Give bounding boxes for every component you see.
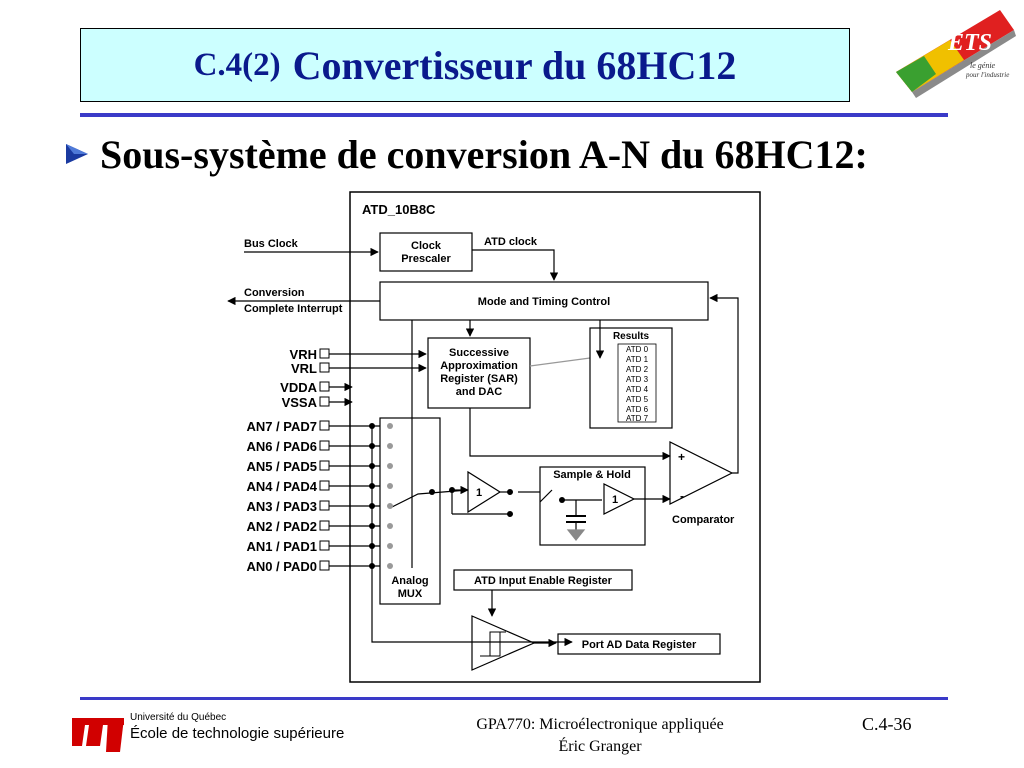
bottom-rule [80,697,948,700]
sar-line-3: Register (SAR) [440,373,518,385]
hold-buffer [603,483,636,515]
analog-mux-box [379,417,441,605]
result-reg: ATD 6 [626,405,649,414]
uq-large-text: École de technologie supérieure [130,725,345,742]
pin-label: VDDA [280,380,317,395]
conversion-label-1: Conversion [244,287,305,299]
results-box [589,327,673,429]
ets-logo-tagline-1: le génie [970,61,996,70]
ets-logo: ÉTS le génie pour l'industrie [896,10,1016,98]
clock-prescaler-box [379,232,473,272]
comparator [669,441,734,505]
junction-dots [369,423,565,569]
ets-logo-tagline-2: pour l'industrie [965,71,1009,79]
page-number: C.4-36 [862,714,912,734]
ets-logo-text: ÉTS [947,30,992,56]
comparator-minus: - [680,489,684,503]
comparator-label: Comparator [672,514,735,526]
sar-line-1: Successive [449,347,509,359]
atd-block-name: ATD_10B8C [362,202,436,217]
port-ad-box [557,633,721,655]
result-reg: ATD 0 [626,345,649,354]
bus-clock-label: Bus Clock [244,238,299,250]
mux-grey-dots [387,423,393,569]
pin-label: VSSA [282,395,318,410]
bullet-text: Sous-système de conversion A-N du 68HC12… [100,131,868,177]
pin-label: VRH [290,347,317,362]
result-reg: ATD 1 [626,355,649,364]
buffer-gain: 1 [476,487,482,499]
pin-label: AN3 / PAD3 [246,499,317,514]
pin-terminals [319,348,330,571]
pin-label: AN7 / PAD7 [246,419,317,434]
sar-box [427,337,531,409]
result-reg: ATD 7 [626,414,649,423]
clock-prescaler-line-2: Prescaler [401,253,451,265]
result-reg: ATD 5 [626,395,649,404]
sample-hold-label: Sample & Hold [553,469,631,481]
triangle-bullet-icon [66,144,88,164]
pin-label: AN1 / PAD1 [246,539,317,554]
sar-line-2: Approximation [440,360,518,372]
course-name: GPA770: Microélectronique appliquée [476,716,724,733]
atd-clock-label: ATD clock [484,236,538,248]
author-name: Éric Granger [558,738,642,755]
pin-label: VRL [291,361,317,376]
bullet-line: Sous-système de conversion A-N du 68HC12… [64,128,868,180]
result-reg: ATD 2 [626,365,649,374]
atd-input-enable-label: ATD Input Enable Register [474,575,613,587]
footer-center: GPA770: Microélectronique appliquée Éric… [400,714,800,758]
buffer-amp [467,470,502,514]
uq-small-text: Université du Québec [130,712,227,723]
power-pin-labels: VRH VRL VDDA VSSA [280,347,317,410]
uq-text: Université du Québec École de technologi… [130,712,344,744]
atd-block-frame [349,191,761,683]
comparator-plus: + [678,450,685,464]
hold-buffer-gain: 1 [612,494,618,506]
clock-prescaler-line-1: Clock [411,240,442,252]
analog-mux-label-2: MUX [398,588,423,600]
schmitt-buffer [471,615,536,671]
top-rule [80,113,948,117]
title-box: C.4(2) Convertisseur du 68HC12 [80,28,850,102]
analog-mux-label-1: Analog [391,575,428,587]
atd-input-enable-box [453,569,633,591]
pin-label: AN4 / PAD4 [246,479,317,494]
conversion-label-2: Complete Interrupt [244,303,343,315]
result-reg: ATD 4 [626,385,649,394]
sample-hold-box [539,466,646,546]
uq-logo [72,718,124,752]
result-registers: ATD 0 ATD 1 ATD 2 ATD 3 ATD 4 ATD 5 ATD … [626,345,649,423]
result-reg: ATD 3 [626,375,649,384]
results-label: Results [613,331,650,342]
pin-label: AN2 / PAD2 [246,519,317,534]
slide-title: Convertisseur du 68HC12 [292,42,737,88]
pin-label: AN5 / PAD5 [246,459,317,474]
pin-label: AN0 / PAD0 [246,559,317,574]
mode-timing-label: Mode and Timing Control [478,296,610,308]
pin-label: AN6 / PAD6 [246,439,317,454]
atd-block-diagram: ATD_10B8C Bus Clock Clock Prescaler ATD … [227,191,761,683]
title-prefix: C.4(2) [193,46,281,83]
port-ad-label: Port AD Data Register [582,639,697,651]
an-pin-labels: AN7 / PAD7 AN6 / PAD6 AN5 / PAD5 AN4 / P… [246,419,317,574]
sar-line-4: and DAC [456,386,503,398]
